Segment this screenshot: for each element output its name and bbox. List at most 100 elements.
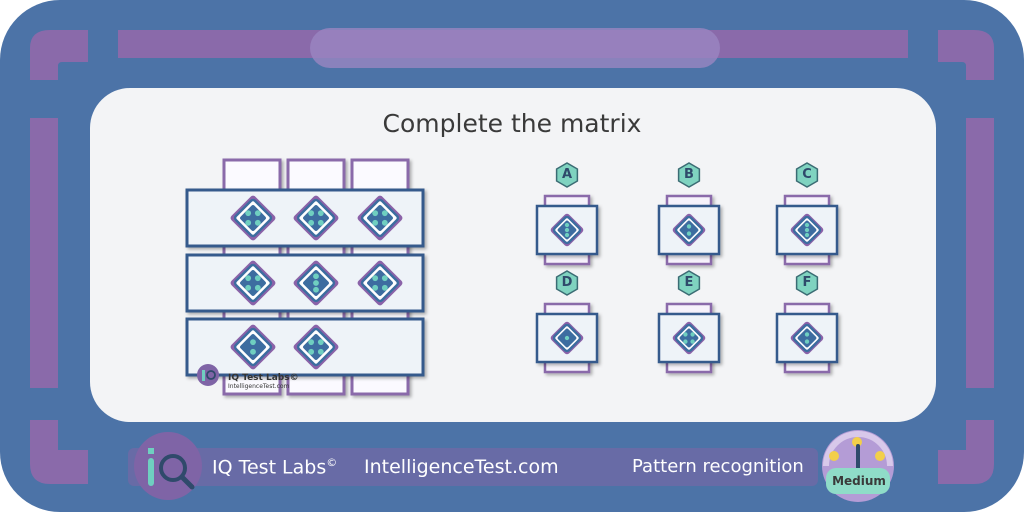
dot [308, 339, 315, 346]
footer-brand: IQ Test Labs© [212, 456, 337, 478]
option-diamond [672, 321, 706, 355]
dot [254, 284, 261, 291]
dot [804, 232, 810, 238]
dot [245, 219, 252, 226]
option-badge [555, 162, 579, 188]
option-diamond [550, 213, 584, 247]
matrix-cell-3-1 [230, 324, 276, 370]
frame-purple-right [966, 118, 994, 388]
dot [317, 210, 324, 217]
frame-corner-tl [30, 30, 88, 80]
copyright-mark: © [326, 456, 338, 469]
option-a[interactable] [535, 162, 599, 266]
option-diamond [790, 213, 824, 247]
footer-brand-text: IQ Test Labs [212, 456, 327, 479]
dot [690, 332, 695, 337]
option-label-b: B [684, 167, 694, 182]
dot [690, 339, 695, 344]
dot [381, 219, 388, 226]
matrix-cell-1-2 [293, 195, 339, 241]
dot [381, 275, 388, 282]
frame-corner-bl [30, 420, 88, 484]
matrix-cell-2-1 [230, 260, 276, 306]
footer-bar [128, 448, 818, 486]
dot [372, 284, 379, 291]
option-c[interactable] [775, 162, 839, 266]
dot [686, 224, 692, 229]
option-d[interactable] [535, 270, 599, 374]
option-badge [555, 270, 579, 296]
dot [313, 273, 319, 280]
option-f[interactable] [775, 270, 839, 374]
frame-highlight [310, 28, 720, 68]
watermark-logo-icon [197, 364, 219, 386]
dot [254, 210, 261, 217]
dot [317, 219, 324, 226]
dot [245, 284, 252, 291]
dot [245, 210, 252, 217]
option-label-d: D [561, 275, 573, 290]
option-badge [677, 270, 701, 296]
difficulty-gauge-icon [822, 430, 894, 502]
option-label-c: C [802, 167, 812, 182]
dot [381, 210, 388, 217]
dot [804, 222, 810, 228]
option-badge [795, 270, 819, 296]
dot [804, 332, 810, 337]
option-b[interactable] [657, 162, 721, 266]
option-diamond [790, 321, 824, 355]
option-diamond [672, 213, 706, 247]
difficulty-label: Medium [832, 474, 886, 488]
frame-corner-br [938, 420, 994, 484]
dot [308, 348, 315, 355]
dot [308, 210, 315, 217]
dot [372, 219, 379, 226]
dot [804, 227, 810, 233]
matrix-cell-2-3 [357, 260, 403, 306]
dot [254, 219, 261, 226]
dot [317, 339, 324, 346]
option-badge [795, 162, 819, 188]
option-diamond [550, 321, 584, 355]
page-title: Complete the matrix [382, 109, 642, 138]
dot [564, 335, 570, 341]
dot [308, 219, 315, 226]
dot [804, 339, 810, 344]
matrix-cell-1-1 [230, 195, 276, 241]
dot [381, 284, 388, 291]
dot [313, 280, 319, 286]
frame-purple-left [30, 118, 58, 388]
dot [564, 222, 570, 228]
frame-corner-tr [938, 30, 994, 80]
dot [564, 227, 570, 233]
option-e[interactable] [657, 270, 721, 374]
dot [313, 286, 319, 293]
dot [372, 210, 379, 217]
dot [372, 275, 379, 282]
dot [683, 332, 688, 337]
dot [250, 348, 256, 355]
option-label-f: F [802, 275, 812, 290]
option-badge [677, 162, 701, 188]
matrix-cell-1-3 [357, 195, 403, 241]
dot [683, 339, 688, 344]
matrix [185, 158, 425, 396]
option-label-e: E [684, 275, 694, 290]
dot [245, 275, 252, 282]
footer-category: Pattern recognition [632, 456, 804, 477]
answer-options [535, 162, 839, 374]
dot [317, 348, 324, 355]
watermark-brand: IQ Test Labs© [228, 373, 299, 383]
dot [254, 275, 261, 282]
watermark-site: IntelligenceTest.com [228, 383, 290, 390]
matrix-cell-2-2 [293, 260, 339, 306]
dot [250, 339, 256, 346]
logo-icon [134, 432, 202, 500]
dot [686, 231, 692, 236]
option-label-a: A [561, 167, 573, 182]
footer-site: IntelligenceTest.com [364, 456, 559, 478]
dot [564, 232, 570, 238]
matrix-cell-3-2 [293, 324, 339, 370]
